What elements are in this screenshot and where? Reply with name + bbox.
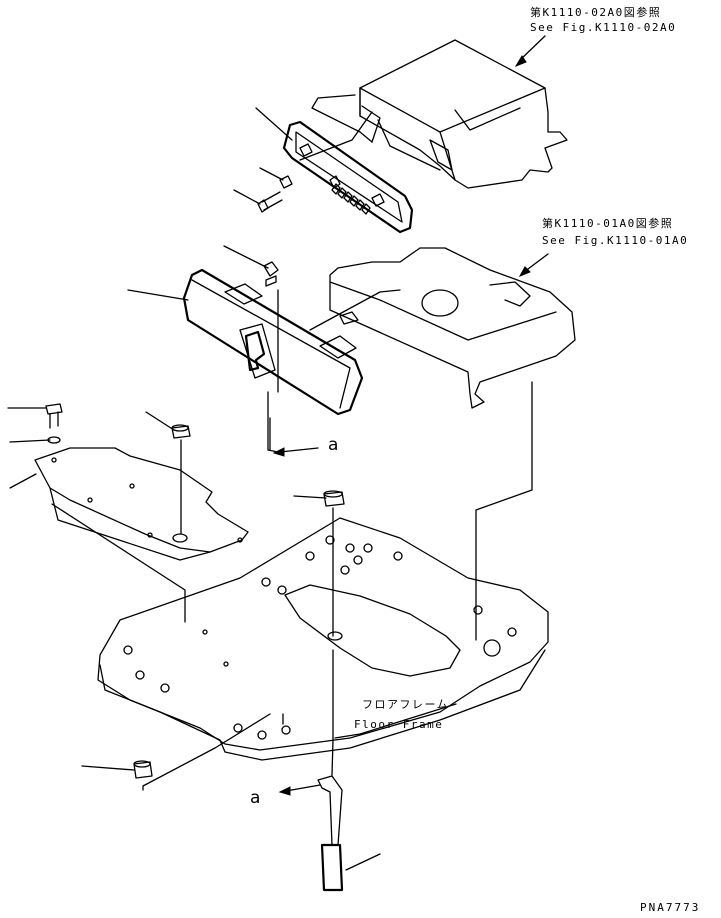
screw-and-washer bbox=[257, 175, 293, 213]
louver-panel bbox=[282, 120, 414, 234]
small-floor-plate bbox=[34, 447, 249, 561]
reference-1-en: See Fig.K1110-02A0 bbox=[530, 21, 677, 34]
key-rod bbox=[317, 775, 344, 892]
left-bolt bbox=[45, 403, 63, 444]
floor-frame-label-en: Floor Frame bbox=[354, 718, 444, 731]
center-panel-cover bbox=[182, 268, 364, 416]
callout-a-upper: a bbox=[328, 435, 339, 455]
leader-lines bbox=[7, 107, 533, 871]
grommet-center bbox=[323, 490, 345, 507]
reference-2-en: See Fig.K1110-01A0 bbox=[542, 234, 689, 247]
drawing-code: PNA7773 bbox=[640, 901, 701, 914]
louver-slots bbox=[331, 183, 371, 215]
floor-frame bbox=[97, 517, 549, 761]
reference-2-jp: 第K1110-01A0図参照 bbox=[542, 217, 674, 230]
upper-console-box bbox=[311, 39, 568, 189]
grommet-left bbox=[171, 424, 191, 439]
upper-cover-plate bbox=[329, 247, 576, 409]
floor-frame-label-jp: フロアフレーム bbox=[362, 698, 450, 711]
lock-plate bbox=[239, 323, 276, 379]
callout-a-lower: a bbox=[250, 788, 261, 808]
cap-plug bbox=[133, 760, 153, 779]
reference-1-jp: 第K1110-02A0図参照 bbox=[530, 6, 662, 19]
reference-arrows bbox=[272, 35, 549, 796]
nut-washer-top bbox=[263, 261, 279, 287]
